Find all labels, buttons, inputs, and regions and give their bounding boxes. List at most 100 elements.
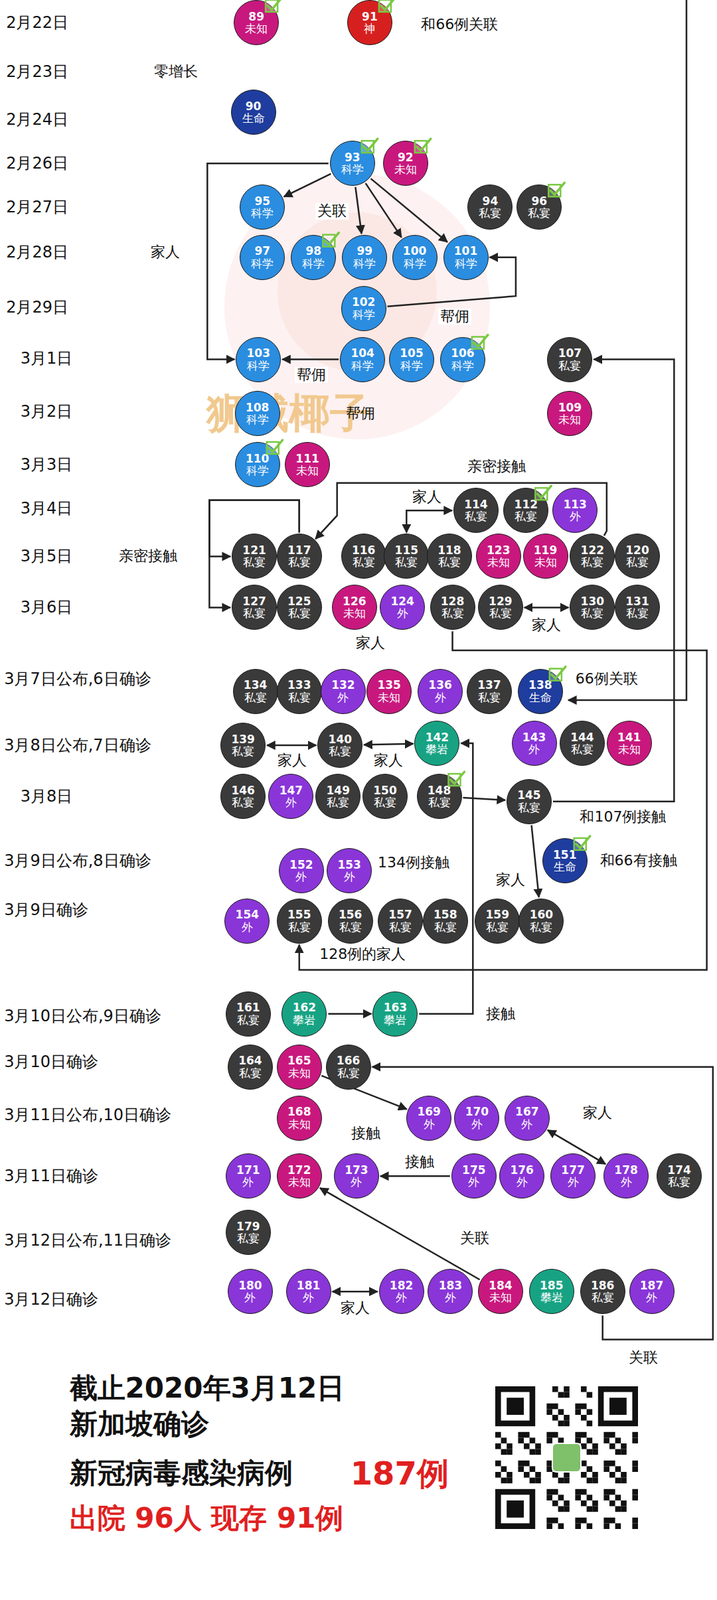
case-category: 外	[434, 691, 447, 704]
case-category: 私宴	[337, 1067, 360, 1080]
check-mark	[548, 182, 565, 197]
case-category: 未知	[377, 691, 401, 704]
case-category: 未知	[394, 163, 417, 176]
case-number: 141	[617, 731, 642, 744]
case-number: 155	[287, 908, 312, 921]
case-category: 未知	[487, 556, 510, 569]
case-number: 138	[528, 679, 553, 692]
check-mark	[549, 667, 566, 682]
case-number: 102	[351, 296, 376, 309]
case-number: 109	[558, 401, 583, 414]
annotation-label: 2月22日	[5, 13, 69, 32]
case-circle: 93科学	[329, 140, 376, 186]
case-number: 178	[614, 1164, 638, 1177]
case-category: 私宴	[352, 556, 376, 569]
case-category: 攀岩	[540, 1291, 563, 1304]
case-number: 115	[395, 544, 419, 557]
case-category: 攀岩	[425, 743, 449, 756]
case-circle: 126未知	[331, 584, 378, 631]
case-category: 攀岩	[383, 1014, 407, 1027]
case-circle: 168未知	[276, 1096, 322, 1142]
case-number: 162	[292, 1001, 317, 1014]
case-number: 147	[279, 784, 304, 797]
case-circle: 182外	[379, 1269, 425, 1315]
check-mark	[379, 0, 396, 12]
case-circle: 91神	[347, 0, 393, 46]
case-category: 科学	[351, 359, 374, 372]
edge-label: 帮佣	[294, 367, 328, 384]
case-category: 私宴	[231, 745, 255, 758]
annotation-label: 帮佣	[345, 405, 376, 422]
case-category: 私宴	[288, 921, 311, 934]
case-number: 184	[488, 1279, 513, 1292]
case-number: 146	[231, 784, 255, 797]
case-category: 未知	[288, 1118, 311, 1131]
case-circle: 163攀岩	[372, 991, 418, 1037]
case-category: 外	[521, 1118, 533, 1131]
case-category: 生命	[529, 691, 552, 704]
case-circle: 127私宴	[231, 584, 277, 631]
case-category: 私宴	[328, 745, 352, 758]
case-number: 134	[243, 679, 268, 692]
case-number: 170	[465, 1106, 490, 1118]
edge-label: 家人	[493, 872, 528, 889]
check-mark	[448, 772, 465, 787]
case-category: 私宴	[244, 691, 267, 704]
case-category: 科学	[352, 308, 376, 321]
annotation-label: 零增长	[154, 63, 198, 80]
case-circle: 121私宴	[231, 533, 277, 579]
case-circle: 169外	[406, 1096, 452, 1142]
case-number: 154	[235, 908, 260, 921]
case-circle: 96私宴	[516, 184, 562, 230]
case-category: 私宴	[326, 796, 350, 809]
case-circle: 97科学	[239, 235, 285, 281]
case-category: 外	[285, 796, 297, 809]
case-circle: 149私宴	[315, 774, 361, 820]
case-circle: 177外	[550, 1153, 596, 1199]
case-category: 私宴	[558, 359, 581, 372]
case-circle: 101科学	[443, 235, 489, 281]
case-category: 未知	[296, 464, 319, 477]
case-circle: 154外	[224, 898, 270, 945]
case-circle: 145私宴	[506, 779, 552, 825]
case-number: 175	[462, 1164, 486, 1177]
connector	[372, 1067, 714, 1341]
case-circle: 103科学	[235, 337, 281, 383]
annotation-label: 2月27日	[5, 198, 69, 216]
check-mark	[472, 335, 488, 350]
case-number: 145	[517, 789, 542, 802]
edge-label: 家人	[275, 752, 309, 769]
case-category: 私宴	[464, 510, 488, 523]
case-category: 私宴	[242, 607, 266, 620]
edge-label: 关联	[315, 203, 349, 220]
case-number: 89	[248, 10, 265, 23]
case-circle: 155私宴	[276, 898, 322, 945]
case-circle: 133私宴	[276, 669, 322, 715]
case-number: 135	[377, 679, 401, 692]
case-circle: 147外	[268, 774, 314, 820]
connector	[406, 510, 453, 533]
annotation-label: 3月10日确诊	[3, 1053, 99, 1071]
case-number: 163	[383, 1001, 408, 1014]
case-number: 179	[236, 1220, 261, 1233]
annotation-label: 3月9日公布,8日确诊	[3, 852, 151, 870]
edge-label: 家人	[338, 1300, 372, 1317]
case-number: 129	[488, 595, 513, 608]
case-number: 96	[531, 195, 548, 208]
case-category: 外	[620, 1176, 633, 1189]
case-number: 110	[245, 452, 270, 465]
check-mark	[361, 138, 378, 153]
annotation-label: 3月12日公布,11日确诊	[3, 1232, 172, 1250]
case-category: 私宴	[580, 607, 604, 620]
case-number: 157	[388, 908, 413, 921]
case-category: 神	[363, 22, 376, 35]
case-category: 科学	[341, 163, 364, 176]
case-category: 科学	[246, 413, 269, 426]
mascot-watermark	[277, 212, 437, 372]
case-circle: 128私宴	[430, 584, 476, 631]
case-number: 143	[522, 731, 547, 744]
case-circle: 129私宴	[478, 584, 524, 631]
case-number: 130	[580, 595, 605, 608]
case-circle: 132外	[320, 669, 366, 715]
case-category: 外	[397, 607, 409, 620]
